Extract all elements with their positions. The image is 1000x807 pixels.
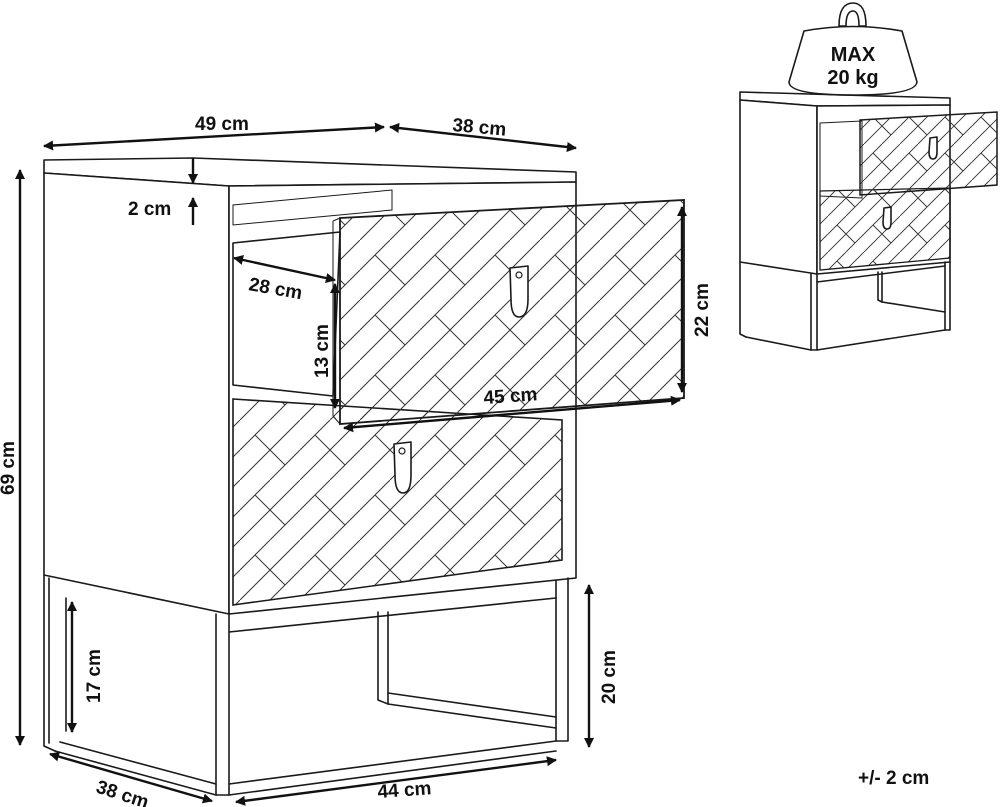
weight-max-label: MAX [831,44,876,66]
preview-cabinet [739,91,998,351]
dim-line-base-width [235,756,557,806]
preview-handle-icon-lower [882,206,892,230]
preview-side [739,99,818,275]
dimension-lines [14,122,688,806]
label-drawer-inner-height: 13 cm [312,324,333,378]
open-drawer-handle-icon [509,265,529,318]
dim-line-base-depth [49,751,213,804]
label-frame-height: 20 cm [599,650,620,704]
dim-line-width [42,122,386,151]
dim-line-drawer-depth [233,255,336,283]
metal-base-frame [43,574,569,796]
dimension-labels: 49 cm 38 cm 2 cm 69 cm 28 cm 13 cm 22 cm… [0,114,713,807]
dim-line-drawer-front-width [342,395,682,433]
weight-value-label: 20 kg [827,67,878,89]
cabinet-side-panel [43,172,230,615]
preview-metal-frame [739,261,951,351]
label-overall-height: 69 cm [0,441,19,495]
label-frame-inner-height: 17 cm [84,649,105,703]
label-top-thickness: 2 cm [128,199,171,220]
dim-line-depth [388,123,578,152]
tolerance-note: +/- 2 cm [858,768,929,789]
label-drawer-front-height: 22 cm [692,283,713,337]
label-base-width: 44 cm [377,778,432,803]
label-drawer-front-width: 45 cm [483,384,538,409]
weight-icon: MAX 20 kg [788,2,918,96]
preview-handle-icon [928,136,938,160]
label-overall-depth: 38 cm [452,115,508,141]
lower-drawer-handle-icon [393,441,412,494]
label-overall-width: 49 cm [195,114,249,135]
